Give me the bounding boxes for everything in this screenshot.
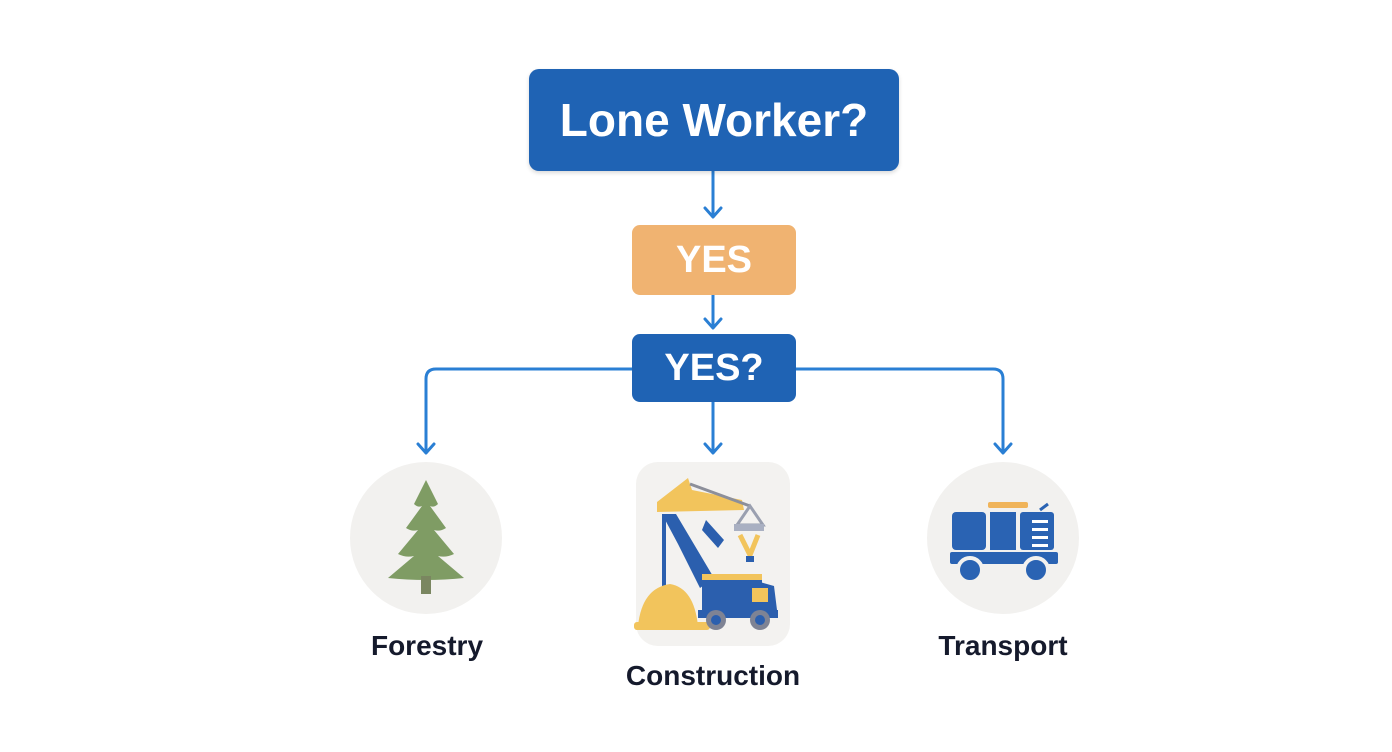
yes-node: YES [632,225,796,295]
yes-label: YES [675,238,753,281]
forestry-label: Forestry [370,630,484,661]
crane-truck-icon [634,478,778,630]
pine-tree-icon [388,480,464,594]
lone-worker-question-node: Lone Worker? [529,69,899,171]
construction-label: Construction [625,660,801,691]
lone-worker-question-label: Lone Worker? [559,94,869,146]
transport-label: Transport [938,630,1068,661]
yes-question-node: YES? [632,334,796,402]
truck-icon [950,502,1058,584]
yes-question-label: YES? [664,346,764,389]
